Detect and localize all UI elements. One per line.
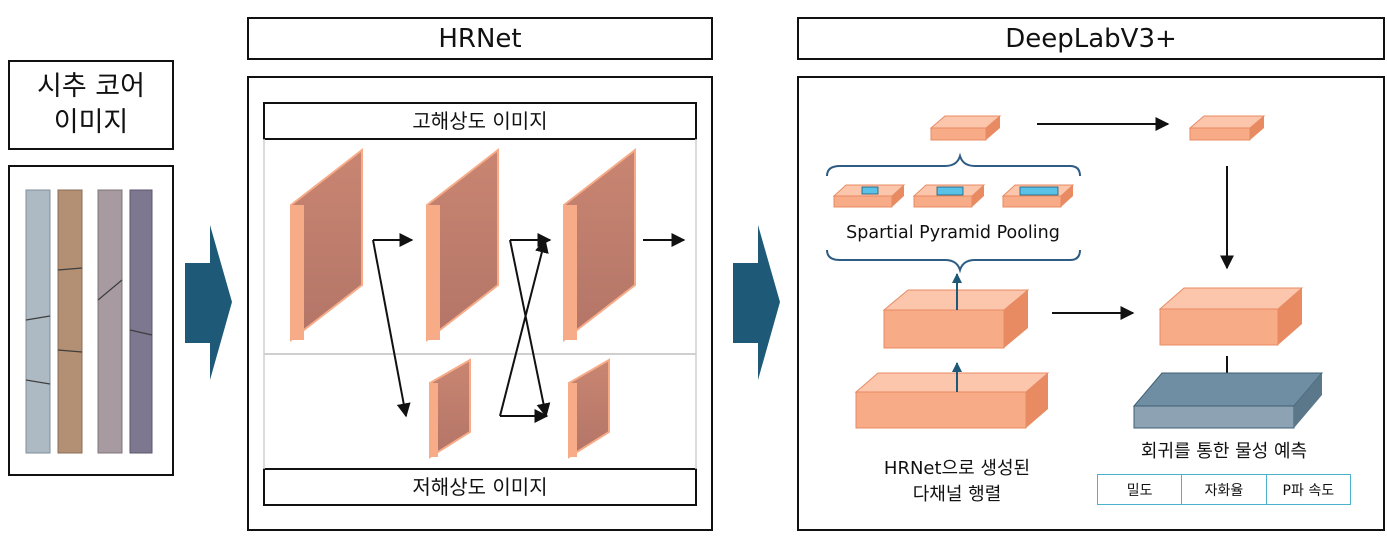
regression-label: 회귀를 통한 물성 예측 — [1141, 441, 1307, 462]
spp-top-brace — [826, 152, 1081, 177]
arrow-stage1-down — [372, 239, 411, 418]
arrow-stage2-up — [499, 238, 549, 417]
feature-label-line1: HRNet으로 생성된 — [884, 458, 1030, 479]
flow-arrow-2 — [733, 225, 780, 380]
low-res-label-box — [263, 468, 697, 506]
property-density: 밀도 — [1098, 475, 1183, 504]
output-block — [1132, 372, 1324, 429]
pooled-feature-block — [929, 115, 1002, 141]
high-res-label-box — [263, 102, 697, 140]
spp-block-3 — [1001, 184, 1075, 208]
hrnet-feature-block — [854, 372, 1050, 429]
deeplab-title: DeepLabV3+ — [1005, 23, 1177, 54]
spp-bottom-brace — [826, 249, 1081, 274]
high-res-panel-2 — [426, 147, 499, 343]
high-res-panel-1 — [290, 147, 363, 343]
input-title-line1: 시추 코어 — [37, 71, 145, 102]
core-strip-3 — [97, 189, 123, 454]
spp-block-1 — [832, 184, 906, 208]
decoder-block — [1158, 287, 1304, 346]
hrnet-title: HRNet — [438, 23, 522, 54]
flow-arrow-1 — [185, 225, 232, 380]
property-magnetic-susceptibility: 자화율 — [1182, 475, 1267, 504]
core-images — [25, 189, 153, 454]
input-title-line2: 이미지 — [53, 107, 129, 138]
arrow-stage2-down — [509, 239, 551, 418]
input-title-box: 시추 코어 이미지 — [8, 60, 174, 150]
deeplab-title-box: DeepLabV3+ — [797, 17, 1385, 60]
core-strip-2 — [57, 189, 83, 454]
hrnet-title-box: HRNet — [247, 17, 713, 60]
low-res-panel-1 — [429, 358, 471, 459]
core-strip-1 — [25, 189, 51, 454]
spp-block-2 — [912, 184, 986, 208]
property-table: 밀도 자화율 P파 속도 — [1097, 474, 1351, 505]
upsampled-block — [1188, 115, 1266, 141]
low-res-panel-2 — [568, 358, 610, 459]
low-res-label: 저해상도 이미지 — [412, 475, 547, 499]
spp-label: Spartial Pyramid Pooling — [846, 223, 1060, 243]
property-p-wave-velocity: P파 속도 — [1282, 482, 1335, 499]
high-res-panel-3 — [563, 147, 636, 343]
hrnet-arrows — [372, 233, 686, 423]
feature-label-line2: 다채널 행렬 — [913, 484, 1002, 505]
high-res-label: 고해상도 이미지 — [412, 109, 547, 133]
core-strip-4 — [129, 189, 153, 454]
